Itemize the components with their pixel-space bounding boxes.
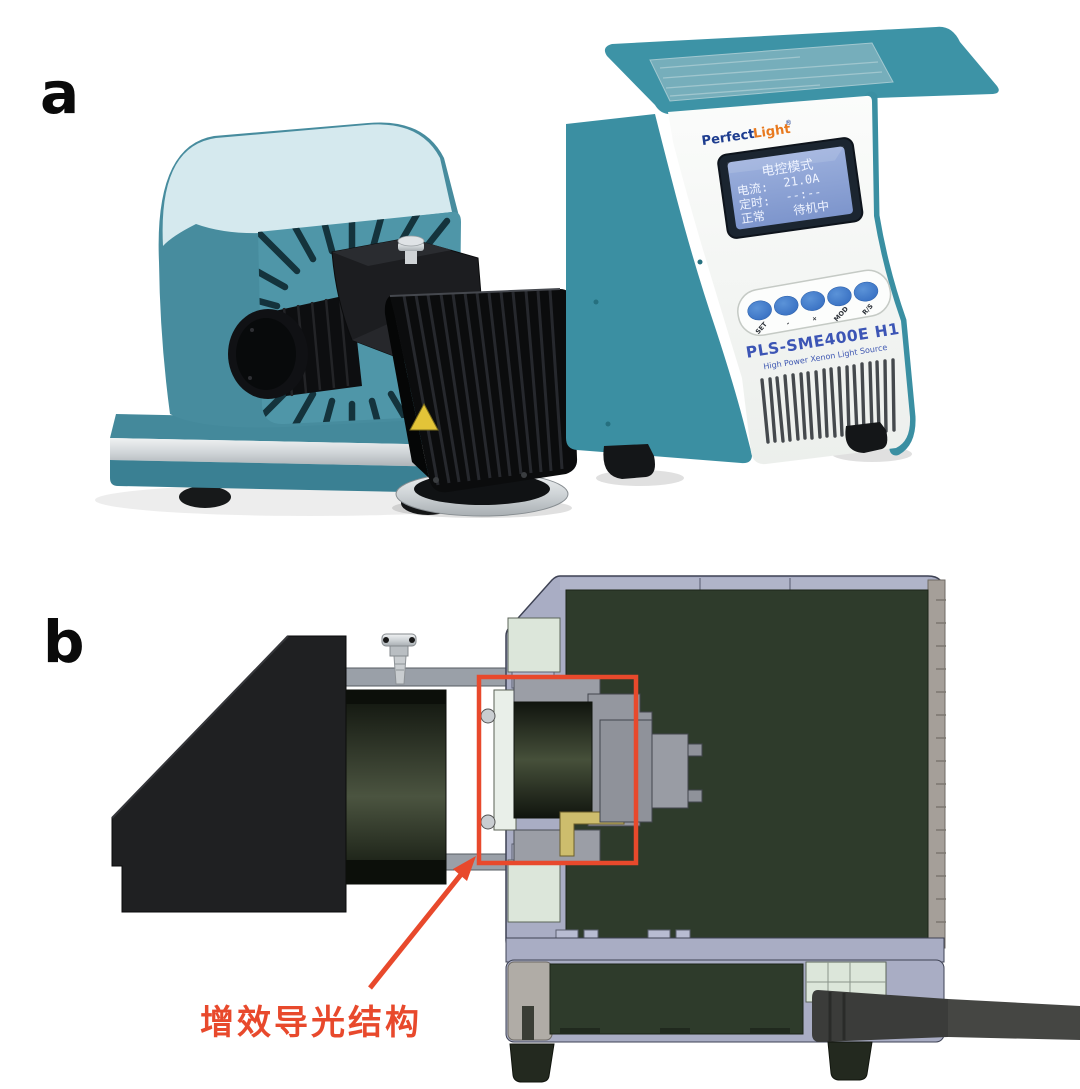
side-screws <box>593 259 703 427</box>
lamp-housing-photo <box>95 122 578 518</box>
housing-top-surface <box>162 124 452 246</box>
panel-b-label: b <box>43 608 85 676</box>
housing-foot-left <box>179 486 231 508</box>
controller-foot-left <box>603 444 655 479</box>
base-green-compartment <box>549 963 804 1035</box>
brand-light: Light <box>752 122 791 142</box>
controller-photo: Perfect Light ® 电控模式 电流: 21.0A 定时: --:--… <box>566 26 999 486</box>
annotation-label: 增效导光结构 <box>200 1003 422 1043</box>
front-vents <box>760 358 896 444</box>
base-slot <box>522 1006 534 1040</box>
plus-button-label: + <box>810 314 820 323</box>
controller-foot-right <box>845 422 888 453</box>
cable-strain-relief <box>812 990 948 1042</box>
lcd-line1: 电控模式 <box>761 158 815 180</box>
panel-a-label: a <box>40 59 79 127</box>
lcd-line2-label: 电流: <box>736 180 769 198</box>
cable-tube <box>948 999 1080 1040</box>
lcd-line4-value: 待机中 <box>792 198 830 218</box>
annotation-group: 增效导光结构 <box>200 674 639 1043</box>
brand-perfect: Perfect <box>701 127 756 149</box>
controller-left-side <box>566 114 752 464</box>
lcd-screen <box>727 146 853 230</box>
flange-plate <box>493 689 517 831</box>
lcd-display: 电控模式 电流: 21.0A 定时: --:-- 正常 待机中 <box>717 137 864 239</box>
lcd-line2-value: 21.0A <box>783 171 821 190</box>
mount-thumbscrew <box>397 235 425 264</box>
lcd-line3-value: --:-- <box>784 185 822 204</box>
flange-screw-bottom <box>480 814 496 830</box>
lcd-line3-label: 定时: <box>738 193 771 212</box>
brand-logo: Perfect Light ® <box>701 118 793 149</box>
plus-button[interactable] <box>799 290 826 313</box>
brand-registered-mark: ® <box>784 118 792 127</box>
lamp-block <box>599 719 703 823</box>
minus-button-label: - <box>784 320 792 328</box>
lcd-line4-label: 正常 <box>740 209 766 226</box>
minus-button[interactable] <box>773 294 800 317</box>
highlight-rectangle <box>476 674 639 866</box>
coupling-tube <box>345 689 447 885</box>
box-ribbed-edge <box>927 579 946 949</box>
rs-button[interactable] <box>853 280 880 303</box>
annotation-arrow-line <box>368 870 465 990</box>
spec-label-sticker <box>649 42 894 102</box>
housing-base-aluminum <box>110 438 508 468</box>
annotation-arrowhead <box>453 856 476 881</box>
wall-block-top <box>507 617 561 673</box>
cad-cross-section: 增效导光结构 <box>111 575 1080 1083</box>
wall-block-bottom <box>507 859 561 923</box>
collar-bottom <box>513 829 601 863</box>
panel-a: a <box>40 26 999 518</box>
flange-screw-top <box>480 708 496 724</box>
tube-thumbscrew <box>381 633 417 685</box>
heat-sink-fins <box>402 289 564 486</box>
reflector-wedge <box>111 635 347 913</box>
power-cable <box>812 990 1080 1042</box>
set-button[interactable] <box>746 299 773 322</box>
panel-b: b <box>43 575 1080 1083</box>
button-panel: SET - + MOD R/S <box>737 269 892 337</box>
heat-sink <box>384 288 578 518</box>
warning-triangle-icon <box>409 402 439 431</box>
lens-tube <box>228 294 362 399</box>
guide-bore <box>513 701 593 819</box>
box-bottom-band <box>505 929 945 963</box>
cad-foot-right <box>827 1041 873 1081</box>
mod-button[interactable] <box>826 285 853 308</box>
cad-foot-left <box>509 1043 555 1083</box>
